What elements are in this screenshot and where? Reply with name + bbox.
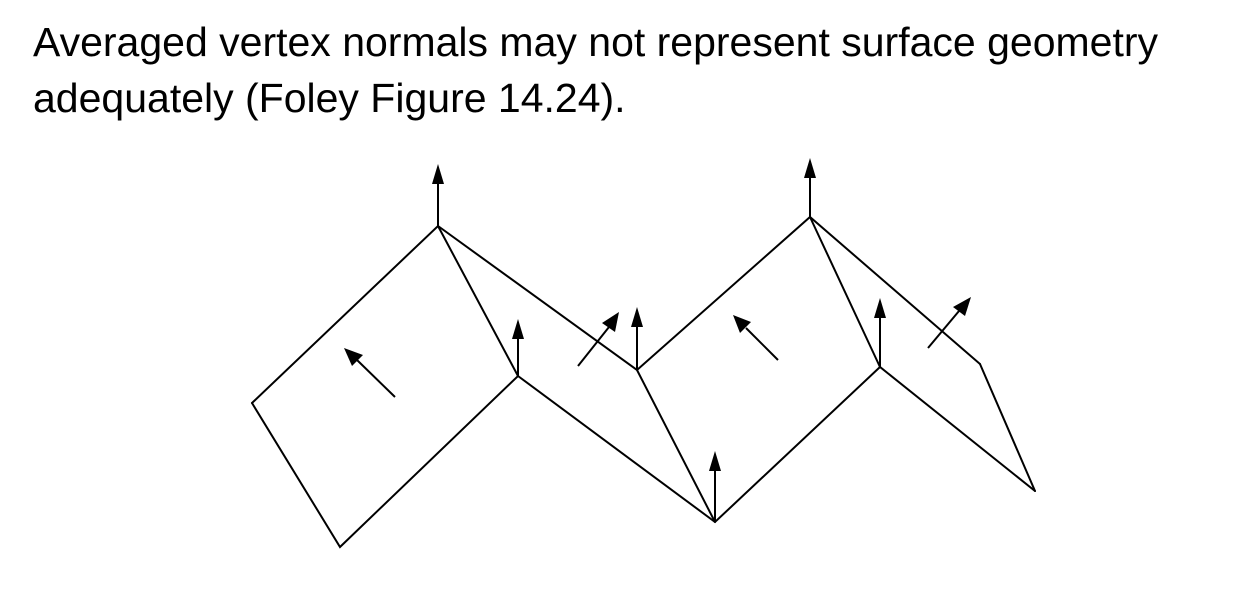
caption-line-1: Averaged vertex normals may not represen… — [33, 19, 1158, 65]
face-normal-arrow — [733, 315, 779, 361]
vertex-normal-arrow — [874, 298, 886, 367]
crease-edge-3 — [809, 216, 881, 368]
face-normals — [344, 297, 971, 398]
right-end-edge — [979, 363, 1036, 492]
zigzag-bottom-edge — [251, 365, 1036, 549]
vertex-normal-arrow — [709, 451, 721, 522]
caption: Averaged vertex normals may not represen… — [33, 14, 1248, 126]
vertex-normal-arrow — [432, 164, 444, 226]
face-normal-arrow — [344, 348, 396, 398]
vertex-normals — [432, 158, 886, 522]
polygon-edges — [251, 215, 1036, 549]
vertex-normal-arrow — [512, 319, 524, 376]
vertex-normal-arrow — [804, 158, 816, 217]
vertex-normal-arrow — [631, 307, 643, 370]
face-normal-arrow — [577, 312, 619, 367]
face-normal-arrow — [927, 297, 971, 349]
crease-edge-1 — [437, 225, 519, 377]
caption-line-2: adequately (Foley Figure 14.24). — [33, 75, 626, 121]
crease-edge-2 — [636, 369, 716, 523]
